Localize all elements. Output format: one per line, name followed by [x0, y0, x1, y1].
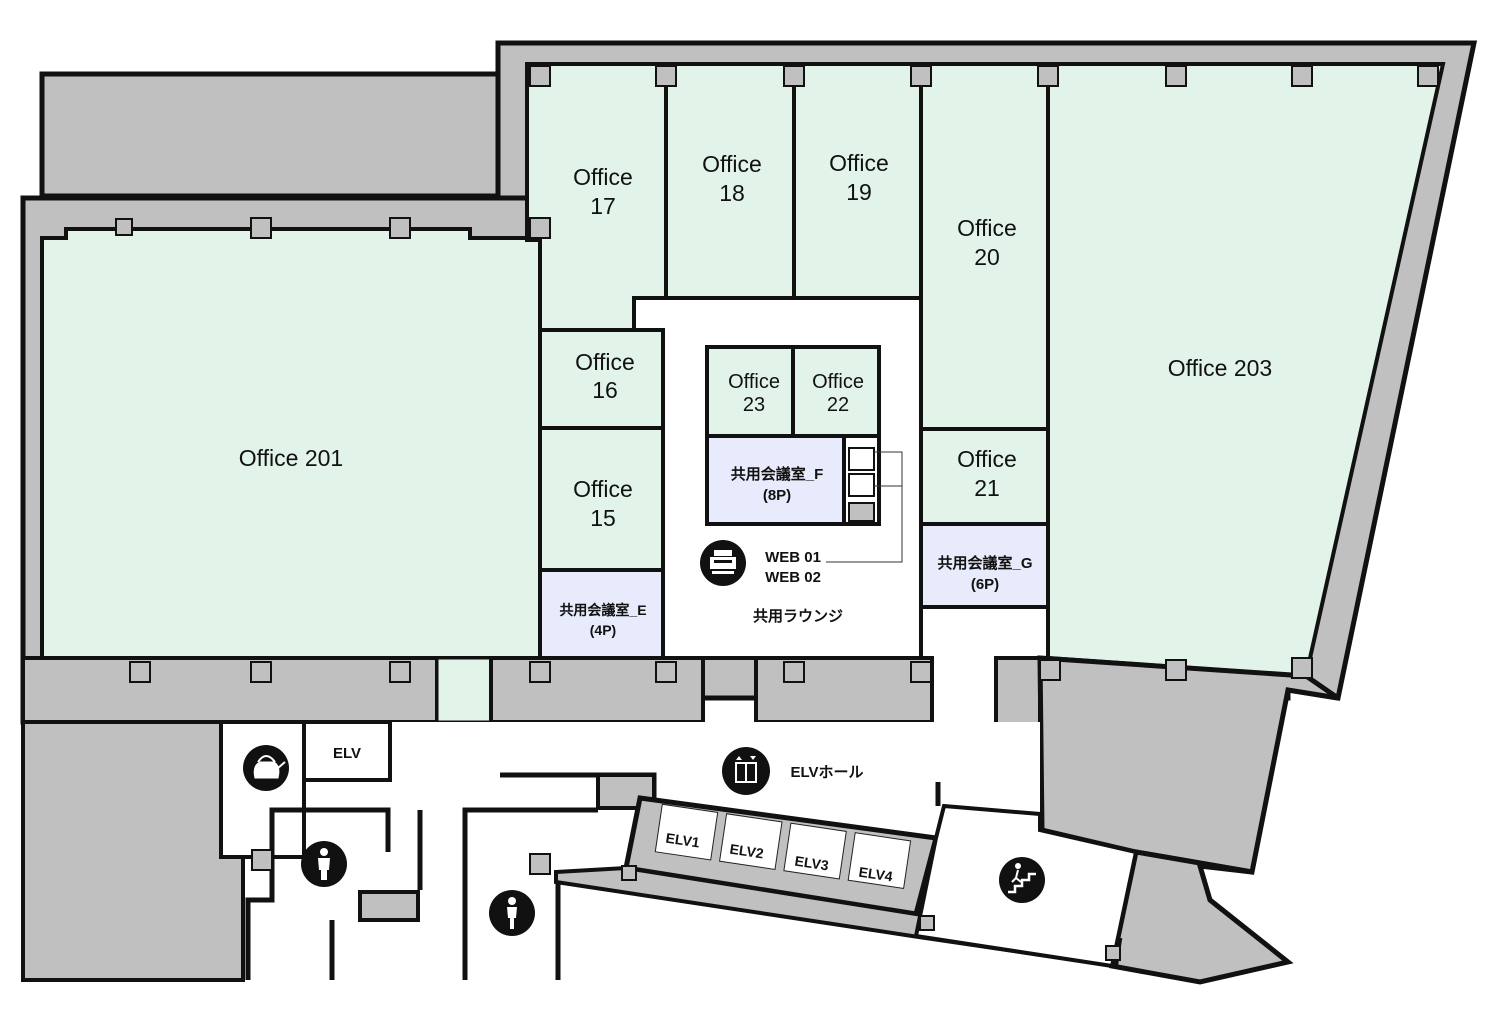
office-16-room[interactable] [538, 328, 665, 430]
office-18-number: 18 [719, 180, 745, 206]
restroom-wall [462, 807, 598, 980]
south-wall-right [754, 656, 934, 724]
office-22-room[interactable] [791, 345, 881, 438]
meeting-room-g-label: 共用会議室_G [937, 554, 1032, 572]
restroom-icon [489, 890, 535, 936]
web-booth-02-label: WEB 02 [765, 569, 821, 586]
office-201-room[interactable] [40, 227, 542, 660]
copier-icon [700, 540, 746, 586]
office-18-label: Office [702, 151, 762, 177]
office-20-label: Office [957, 215, 1017, 241]
office-15-label: Office [573, 476, 633, 502]
kettle-icon [243, 745, 289, 791]
service-elevator-label: ELV [333, 745, 361, 762]
southwest-block [21, 720, 245, 982]
office-22-number: 22 [827, 394, 849, 416]
southeast-tail-wall [1109, 849, 1294, 985]
office-20-number: 20 [974, 244, 1000, 270]
office-16-label: Office [575, 349, 635, 375]
office-15-number: 15 [590, 505, 616, 531]
elevator-hall-label: ELVホール [790, 764, 863, 781]
elevator-4-label: ELV4 [858, 864, 894, 885]
office-17-label: Office [573, 164, 633, 190]
elevator-car-2[interactable] [719, 813, 783, 870]
elevator-car-1[interactable] [654, 803, 719, 861]
core-shaft [848, 502, 875, 522]
web-booth-leader-line [826, 451, 903, 563]
meeting-room-f[interactable] [705, 434, 846, 526]
meeting-room-g-capacity: (6P) [971, 576, 999, 593]
elevator-3-label: ELV3 [794, 853, 830, 874]
office-23-number: 23 [743, 394, 765, 416]
meeting-room-f-label: 共用会議室_F [731, 465, 824, 483]
office-16-number: 16 [592, 377, 618, 403]
office-21-number: 21 [974, 475, 1000, 501]
meeting-room-g[interactable] [919, 522, 1050, 609]
office-17-number: 17 [590, 193, 616, 219]
stairs-icon [999, 857, 1045, 903]
elevator-2-label: ELV2 [729, 841, 765, 862]
office-19-number: 19 [846, 179, 872, 205]
office-201-notch [435, 656, 493, 724]
restroom-shaft [358, 890, 420, 922]
elevator-car-4[interactable] [847, 832, 912, 889]
meeting-room-e-label: 共用会議室_E [559, 602, 646, 618]
office-19-label: Office [829, 150, 889, 176]
office-22-label: Office [812, 371, 864, 393]
web-booth-02[interactable] [848, 473, 875, 497]
south-wall-left [21, 656, 439, 724]
web-booth-01-label: WEB 01 [765, 549, 821, 566]
office-203-label: Office 203 [1168, 355, 1272, 381]
web-booth-01[interactable] [848, 447, 875, 471]
elevator-cars [654, 803, 912, 889]
restroom-icon [301, 841, 347, 887]
elevator-icon [722, 747, 770, 795]
elevator-1-label: ELV1 [665, 830, 701, 851]
office-21-room[interactable] [919, 427, 1050, 526]
office-201-label: Office 201 [239, 445, 343, 471]
meeting-room-e[interactable] [538, 568, 665, 660]
office-23-label: Office [728, 371, 780, 393]
office-23-room[interactable] [705, 345, 795, 438]
northwest-wall [39, 71, 501, 199]
service-elevator[interactable] [302, 720, 392, 782]
meeting-room-e-capacity: (4P) [590, 622, 616, 638]
office-18-room[interactable] [664, 62, 796, 300]
columns [115, 65, 1439, 961]
office-15-room[interactable] [538, 426, 665, 572]
meeting-room-f-capacity: (8P) [763, 487, 791, 504]
lounge-label: 共用ラウンジ [753, 608, 843, 625]
office-21-label: Office [957, 446, 1017, 472]
elevator-car-3[interactable] [783, 822, 847, 880]
